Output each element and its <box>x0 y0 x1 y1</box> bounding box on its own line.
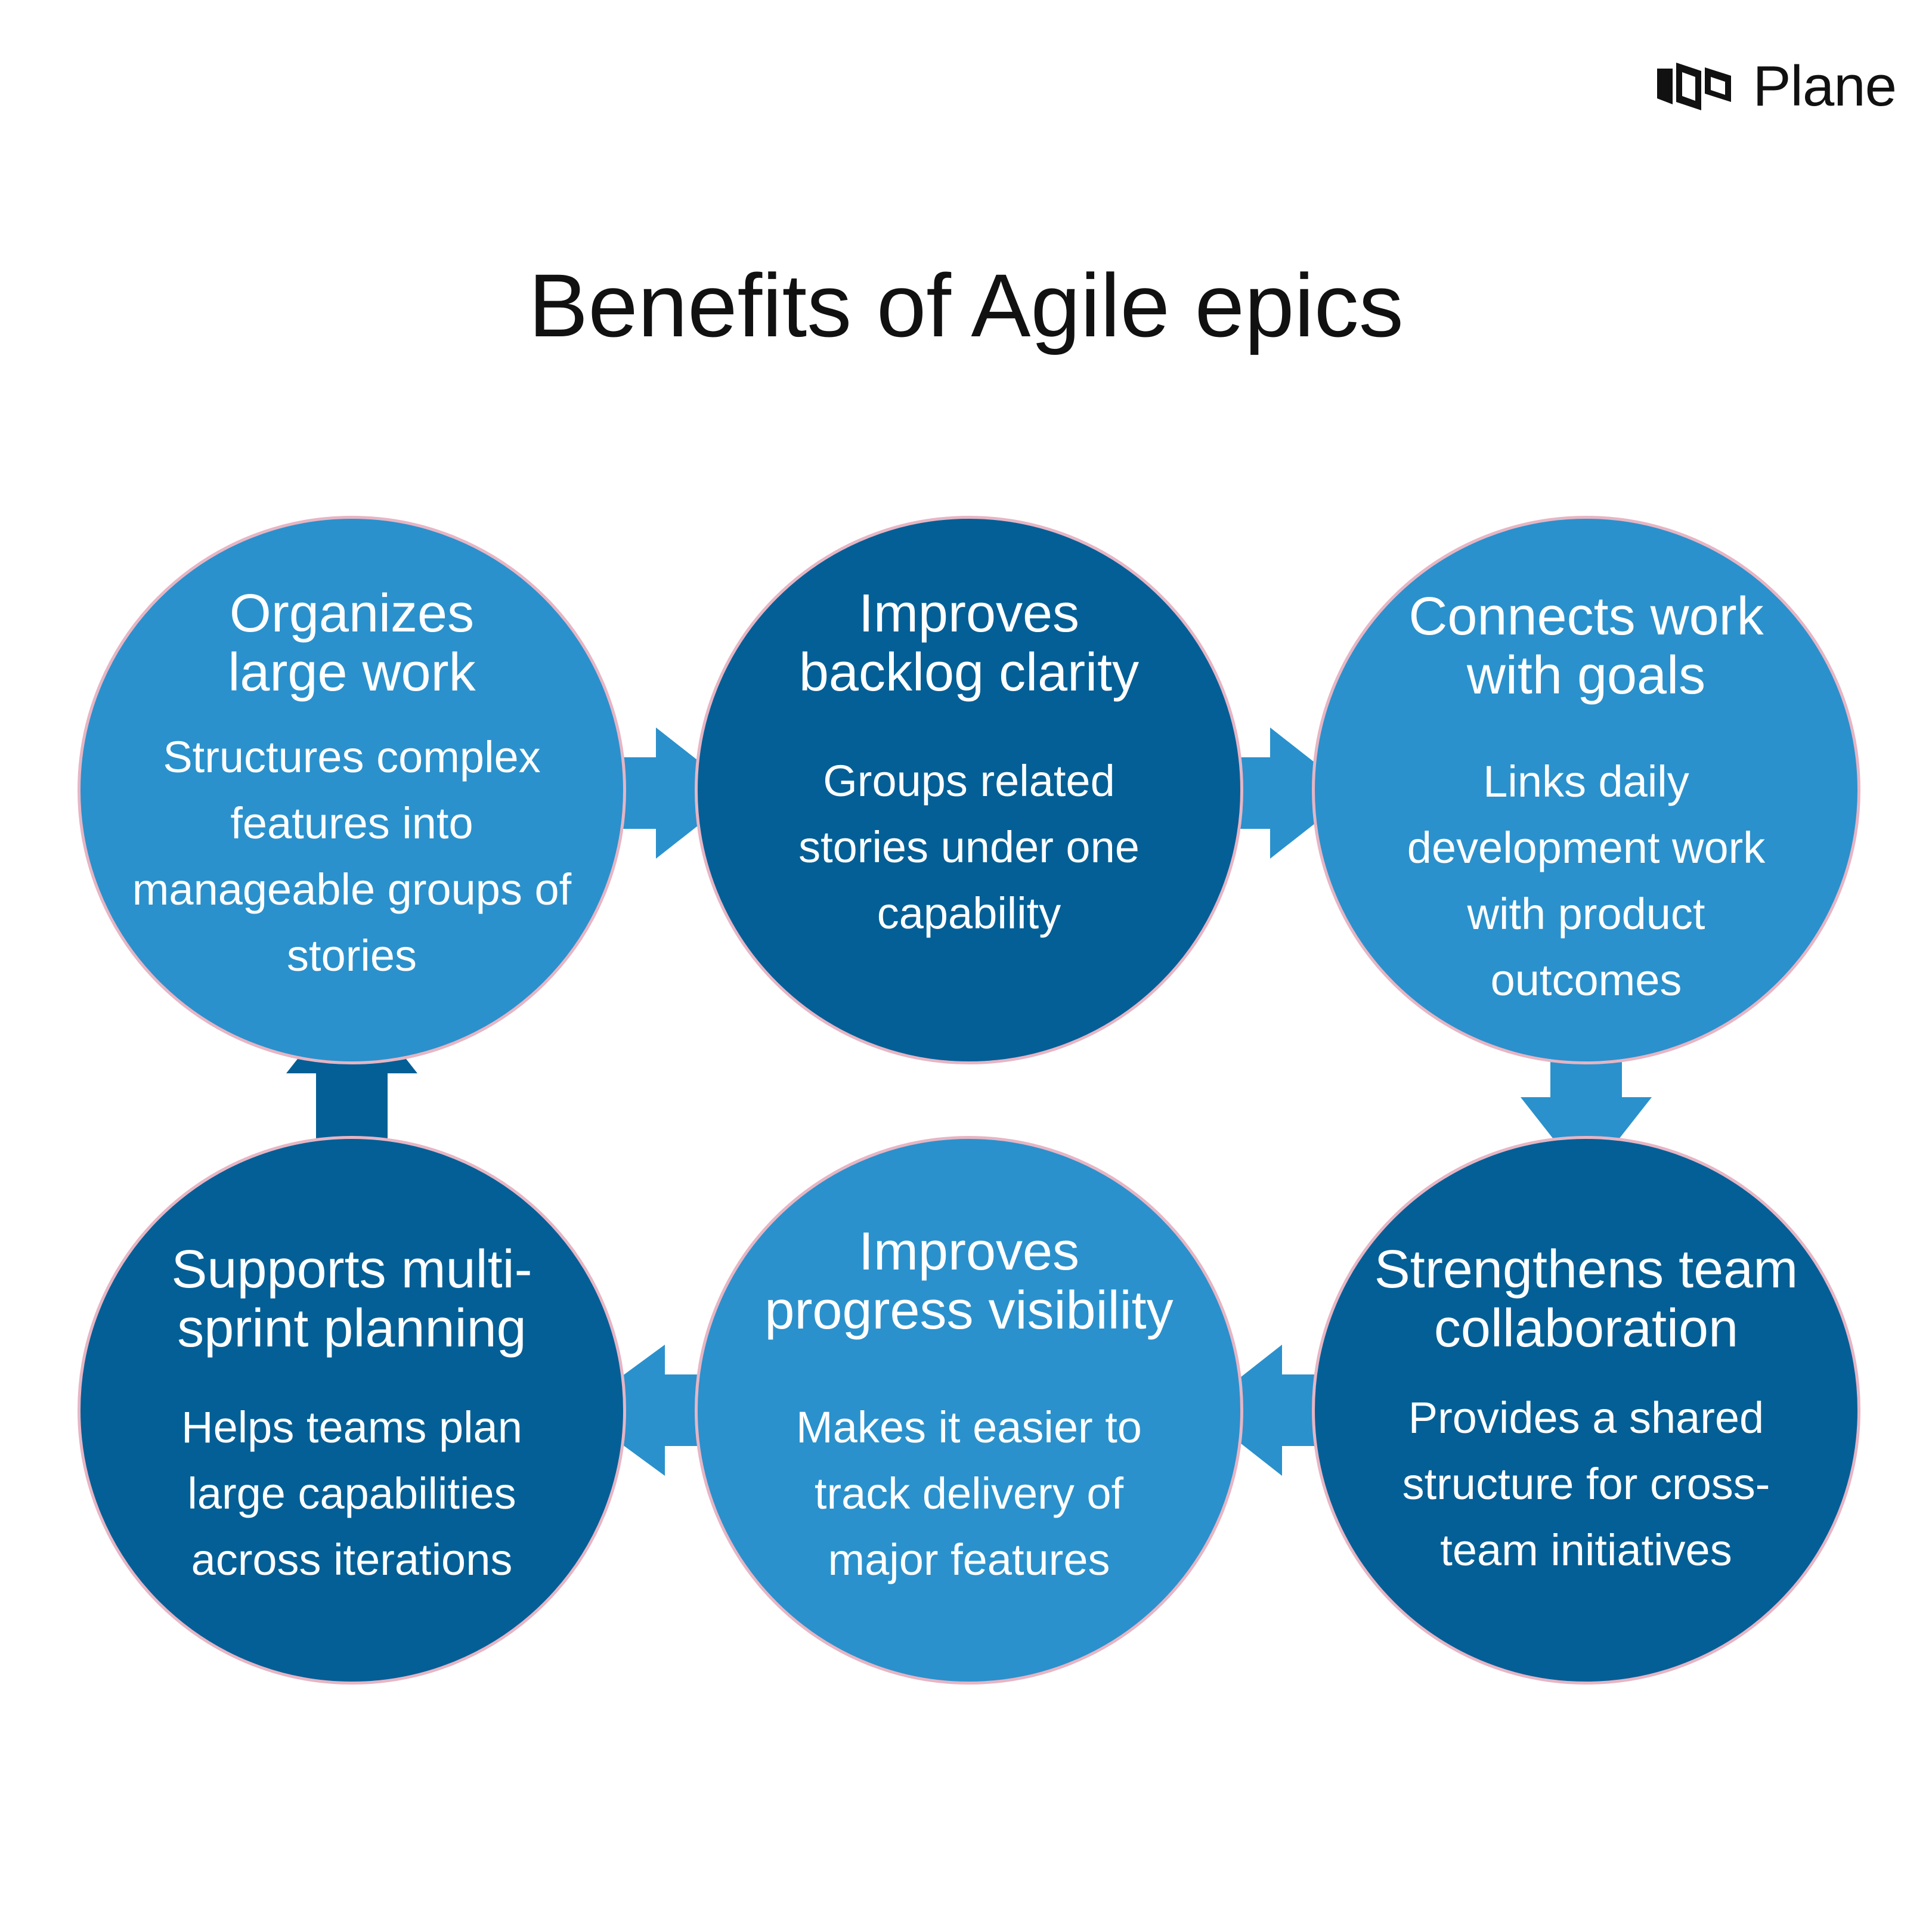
benefit-heading: Improves backlog clarity <box>798 584 1140 702</box>
plane-logo-icon <box>1657 63 1732 110</box>
benefit-description: Links daily development work with produc… <box>1407 757 1766 1005</box>
benefit-heading: Strengthens team collaboration <box>1374 1240 1798 1358</box>
page-title: Benefits of Agile epics <box>528 255 1404 355</box>
benefit-improves-backlog-clarity: Improves backlog clarity Groups related … <box>695 516 1243 1064</box>
benefit-description: Provides a shared structure for cross- t… <box>1402 1393 1770 1575</box>
benefit-description: Helps teams plan large capabilities acro… <box>181 1402 522 1584</box>
arrow-visibility-to-planning <box>575 1345 704 1476</box>
benefit-heading: Organizes large work <box>228 584 476 702</box>
benefit-improves-progress-visibility: Improves progress visibility Makes it ea… <box>695 1136 1243 1685</box>
arrow-goals-to-collaboration <box>1521 1055 1652 1181</box>
benefit-heading: Connects work with goals <box>1408 587 1764 705</box>
brand-name: Plane <box>1753 54 1897 118</box>
arrow-organizes-to-backlog <box>596 727 739 859</box>
benefit-connects-work-with-goals: Connects work with goals Links daily dev… <box>1312 516 1860 1064</box>
benefit-organizes-large-work: Organizes large work Structures complex … <box>78 516 626 1064</box>
benefit-strengthens-team-collaboration: Strengthens team collaboration Provides … <box>1312 1136 1860 1685</box>
brand-logo: Plane <box>1657 54 1897 119</box>
benefit-description: Groups related stories under one capabil… <box>798 756 1140 938</box>
benefit-supports-multi-sprint-planning: Supports multi- sprint planning Helps te… <box>78 1136 626 1685</box>
benefit-description: Makes it easier to track delivery of maj… <box>796 1402 1142 1584</box>
arrow-planning-to-organizes <box>286 990 417 1145</box>
benefit-heading: Improves progress visibility <box>764 1222 1174 1340</box>
benefit-description: Structures complex features into managea… <box>132 732 572 980</box>
benefit-heading: Supports multi- sprint planning <box>171 1240 532 1358</box>
